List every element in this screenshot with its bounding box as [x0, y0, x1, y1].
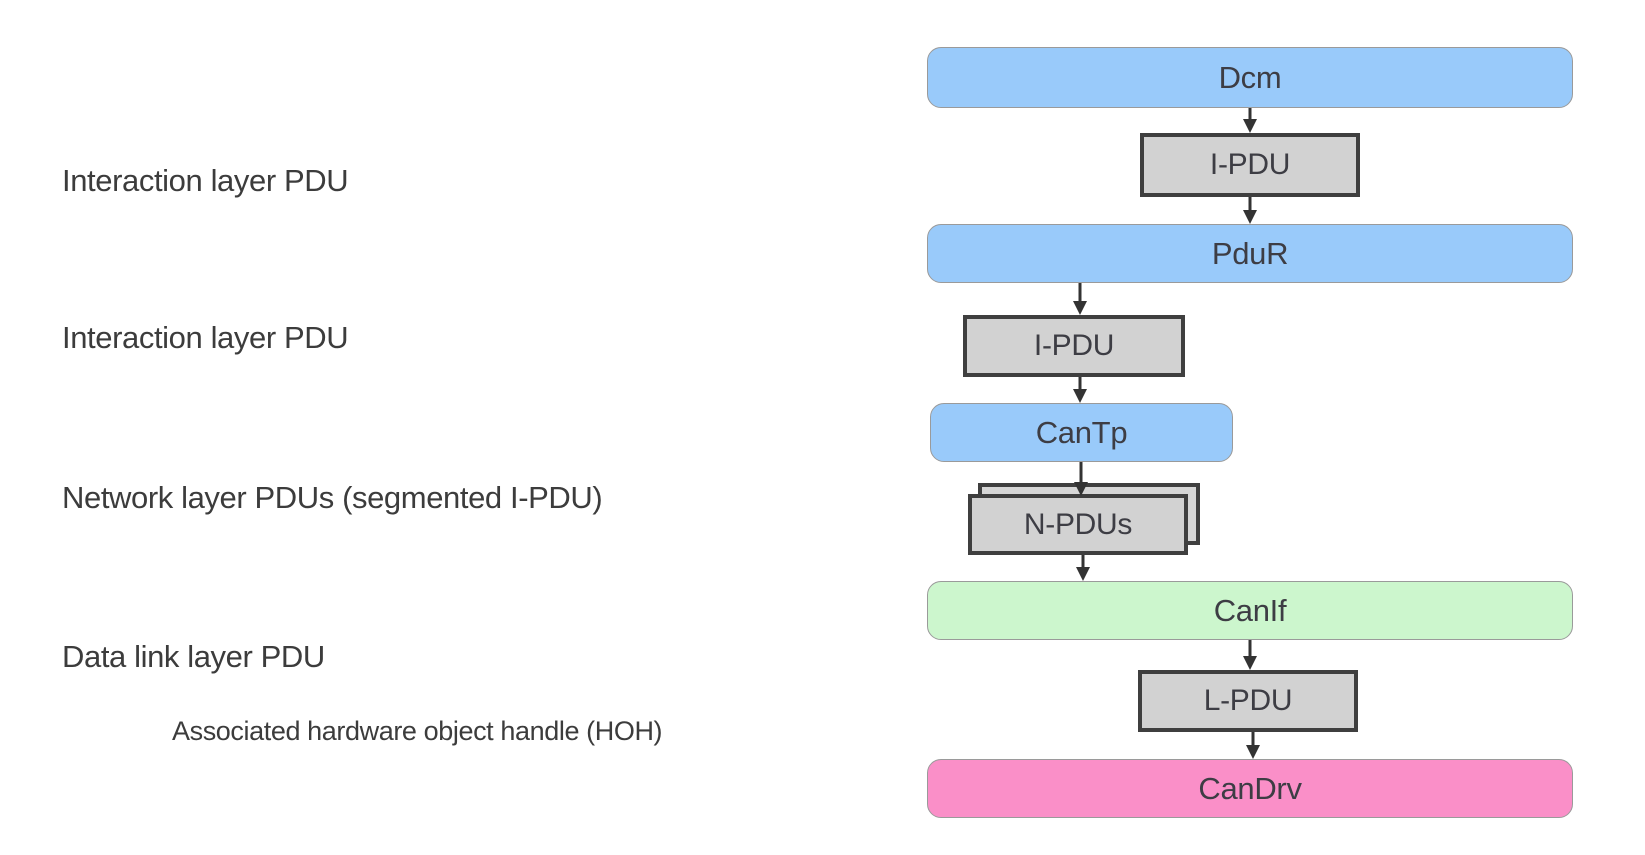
arrow-cantp-to-npdus — [1074, 462, 1088, 496]
module-canif: CanIf — [927, 581, 1573, 640]
arrow-npdus-to-canif — [1076, 555, 1090, 581]
pdu-ipdu-2-label: I-PDU — [1033, 329, 1115, 362]
module-pdur: PduR — [927, 224, 1573, 283]
annotation-interaction-layer-pdu-1: Interaction layer PDU — [62, 163, 349, 198]
pdu-ipdu-1: I-PDU — [1140, 133, 1360, 197]
module-dcm-label: Dcm — [1218, 59, 1282, 95]
arrow-head-icon — [1243, 119, 1257, 133]
arrow-head-icon — [1243, 656, 1257, 670]
arrow-head-icon — [1246, 745, 1260, 759]
arrow-shaft — [1081, 555, 1085, 569]
module-cantp-label: CanTp — [1035, 414, 1128, 450]
module-candrv-label: CanDrv — [1198, 770, 1302, 806]
arrow-ipdu-to-pdur — [1243, 197, 1257, 224]
arrow-canif-to-lpdu — [1243, 640, 1257, 670]
arrow-head-icon — [1073, 301, 1087, 315]
arrow-lpdu-to-candrv — [1246, 732, 1260, 759]
module-candrv: CanDrv — [927, 759, 1573, 818]
module-pdur-label: PduR — [1211, 235, 1289, 271]
module-cantp: CanTp — [930, 403, 1233, 462]
arrow-head-icon — [1243, 210, 1257, 224]
annotation-hardware-object-handle: Associated hardware object handle (HOH) — [172, 716, 663, 746]
arrow-pdur-to-ipdu — [1073, 283, 1087, 315]
pdu-npdus: N-PDUs — [968, 494, 1188, 555]
arrow-shaft — [1248, 197, 1252, 212]
pdu-lpdu: L-PDU — [1138, 670, 1358, 732]
pdu-ipdu-1-label: I-PDU — [1209, 148, 1291, 181]
arrow-shaft — [1078, 283, 1082, 303]
pdu-ipdu-2: I-PDU — [963, 315, 1185, 377]
arrow-shaft — [1079, 462, 1083, 484]
arrow-head-icon — [1073, 389, 1087, 403]
arrow-shaft — [1248, 108, 1252, 121]
module-dcm: Dcm — [927, 47, 1573, 108]
annotation-data-link-layer-pdu: Data link layer PDU — [62, 639, 325, 674]
arrow-shaft — [1078, 377, 1082, 391]
arrow-ipdu-to-cantp — [1073, 377, 1087, 403]
arrow-head-icon — [1074, 482, 1088, 496]
arrow-shaft — [1248, 640, 1252, 658]
arrow-shaft — [1251, 732, 1255, 747]
module-canif-label: CanIf — [1213, 592, 1287, 628]
annotation-network-layer-pdus: Network layer PDUs (segmented I-PDU) — [62, 480, 603, 515]
arrow-head-icon — [1076, 567, 1090, 581]
pdu-lpdu-label: L-PDU — [1203, 684, 1293, 717]
arrow-dcm-to-ipdu — [1243, 108, 1257, 133]
pdu-npdus-label: N-PDUs — [1023, 507, 1133, 541]
annotation-interaction-layer-pdu-2: Interaction layer PDU — [62, 320, 349, 355]
